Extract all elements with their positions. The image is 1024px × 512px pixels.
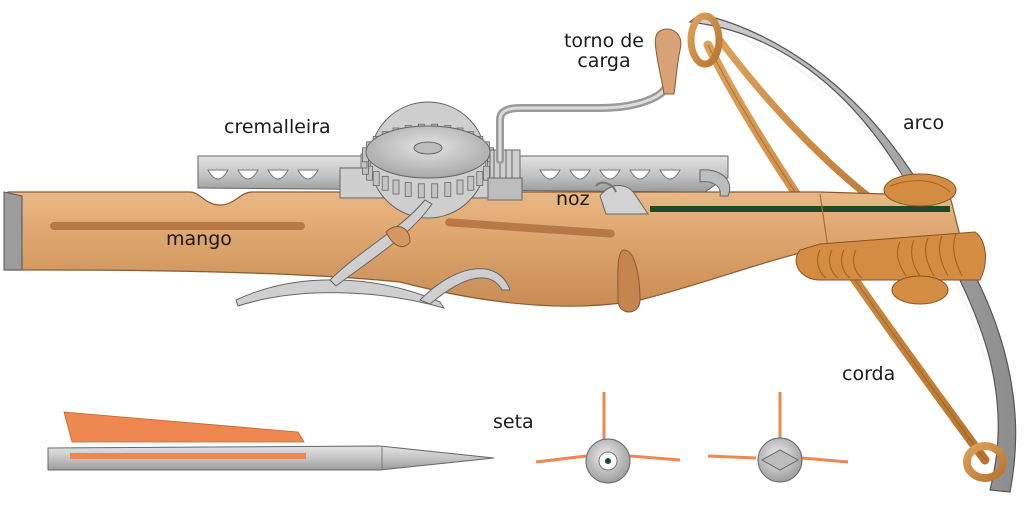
stock-groove-right — [445, 218, 615, 238]
label-noz: noz — [556, 188, 590, 210]
stock — [3, 191, 961, 307]
string-top-loop — [687, 12, 723, 68]
fletching-side — [70, 453, 306, 459]
gear-tooth — [404, 182, 412, 197]
stock-peg — [617, 249, 641, 313]
gear-tooth — [372, 171, 380, 187]
gear-tooth — [417, 183, 425, 199]
label-torno-de-carga-text: torno de carga — [563, 30, 644, 72]
label-seta: seta — [493, 411, 534, 433]
label-arco: arco — [903, 112, 945, 134]
gear-tooth — [381, 175, 389, 191]
gear-tooth — [456, 179, 464, 195]
label-corda: corda — [842, 363, 896, 385]
label-mango: mango — [166, 228, 232, 250]
bolt-track — [650, 206, 950, 212]
trigger-lever — [235, 199, 511, 309]
gear-tooth — [392, 179, 400, 195]
label-torno-de-carga: torno de carga — [554, 30, 654, 72]
gear-tooth — [467, 175, 475, 191]
fletching-top — [63, 411, 305, 443]
gear-tooth — [431, 183, 439, 199]
stock-groove-left — [50, 222, 305, 230]
pinion-gear — [487, 149, 523, 201]
crank — [496, 28, 682, 164]
label-cremalleira: cremalleira — [224, 116, 331, 138]
bow-binding — [795, 173, 986, 305]
gear-tooth — [476, 171, 484, 187]
bolt — [47, 411, 495, 471]
bolt-front-view — [707, 392, 849, 483]
nut-catch — [595, 181, 649, 215]
gear-tooth — [444, 182, 452, 197]
string-bottom-loop — [963, 442, 1007, 482]
bolt-rear-view — [535, 392, 681, 484]
